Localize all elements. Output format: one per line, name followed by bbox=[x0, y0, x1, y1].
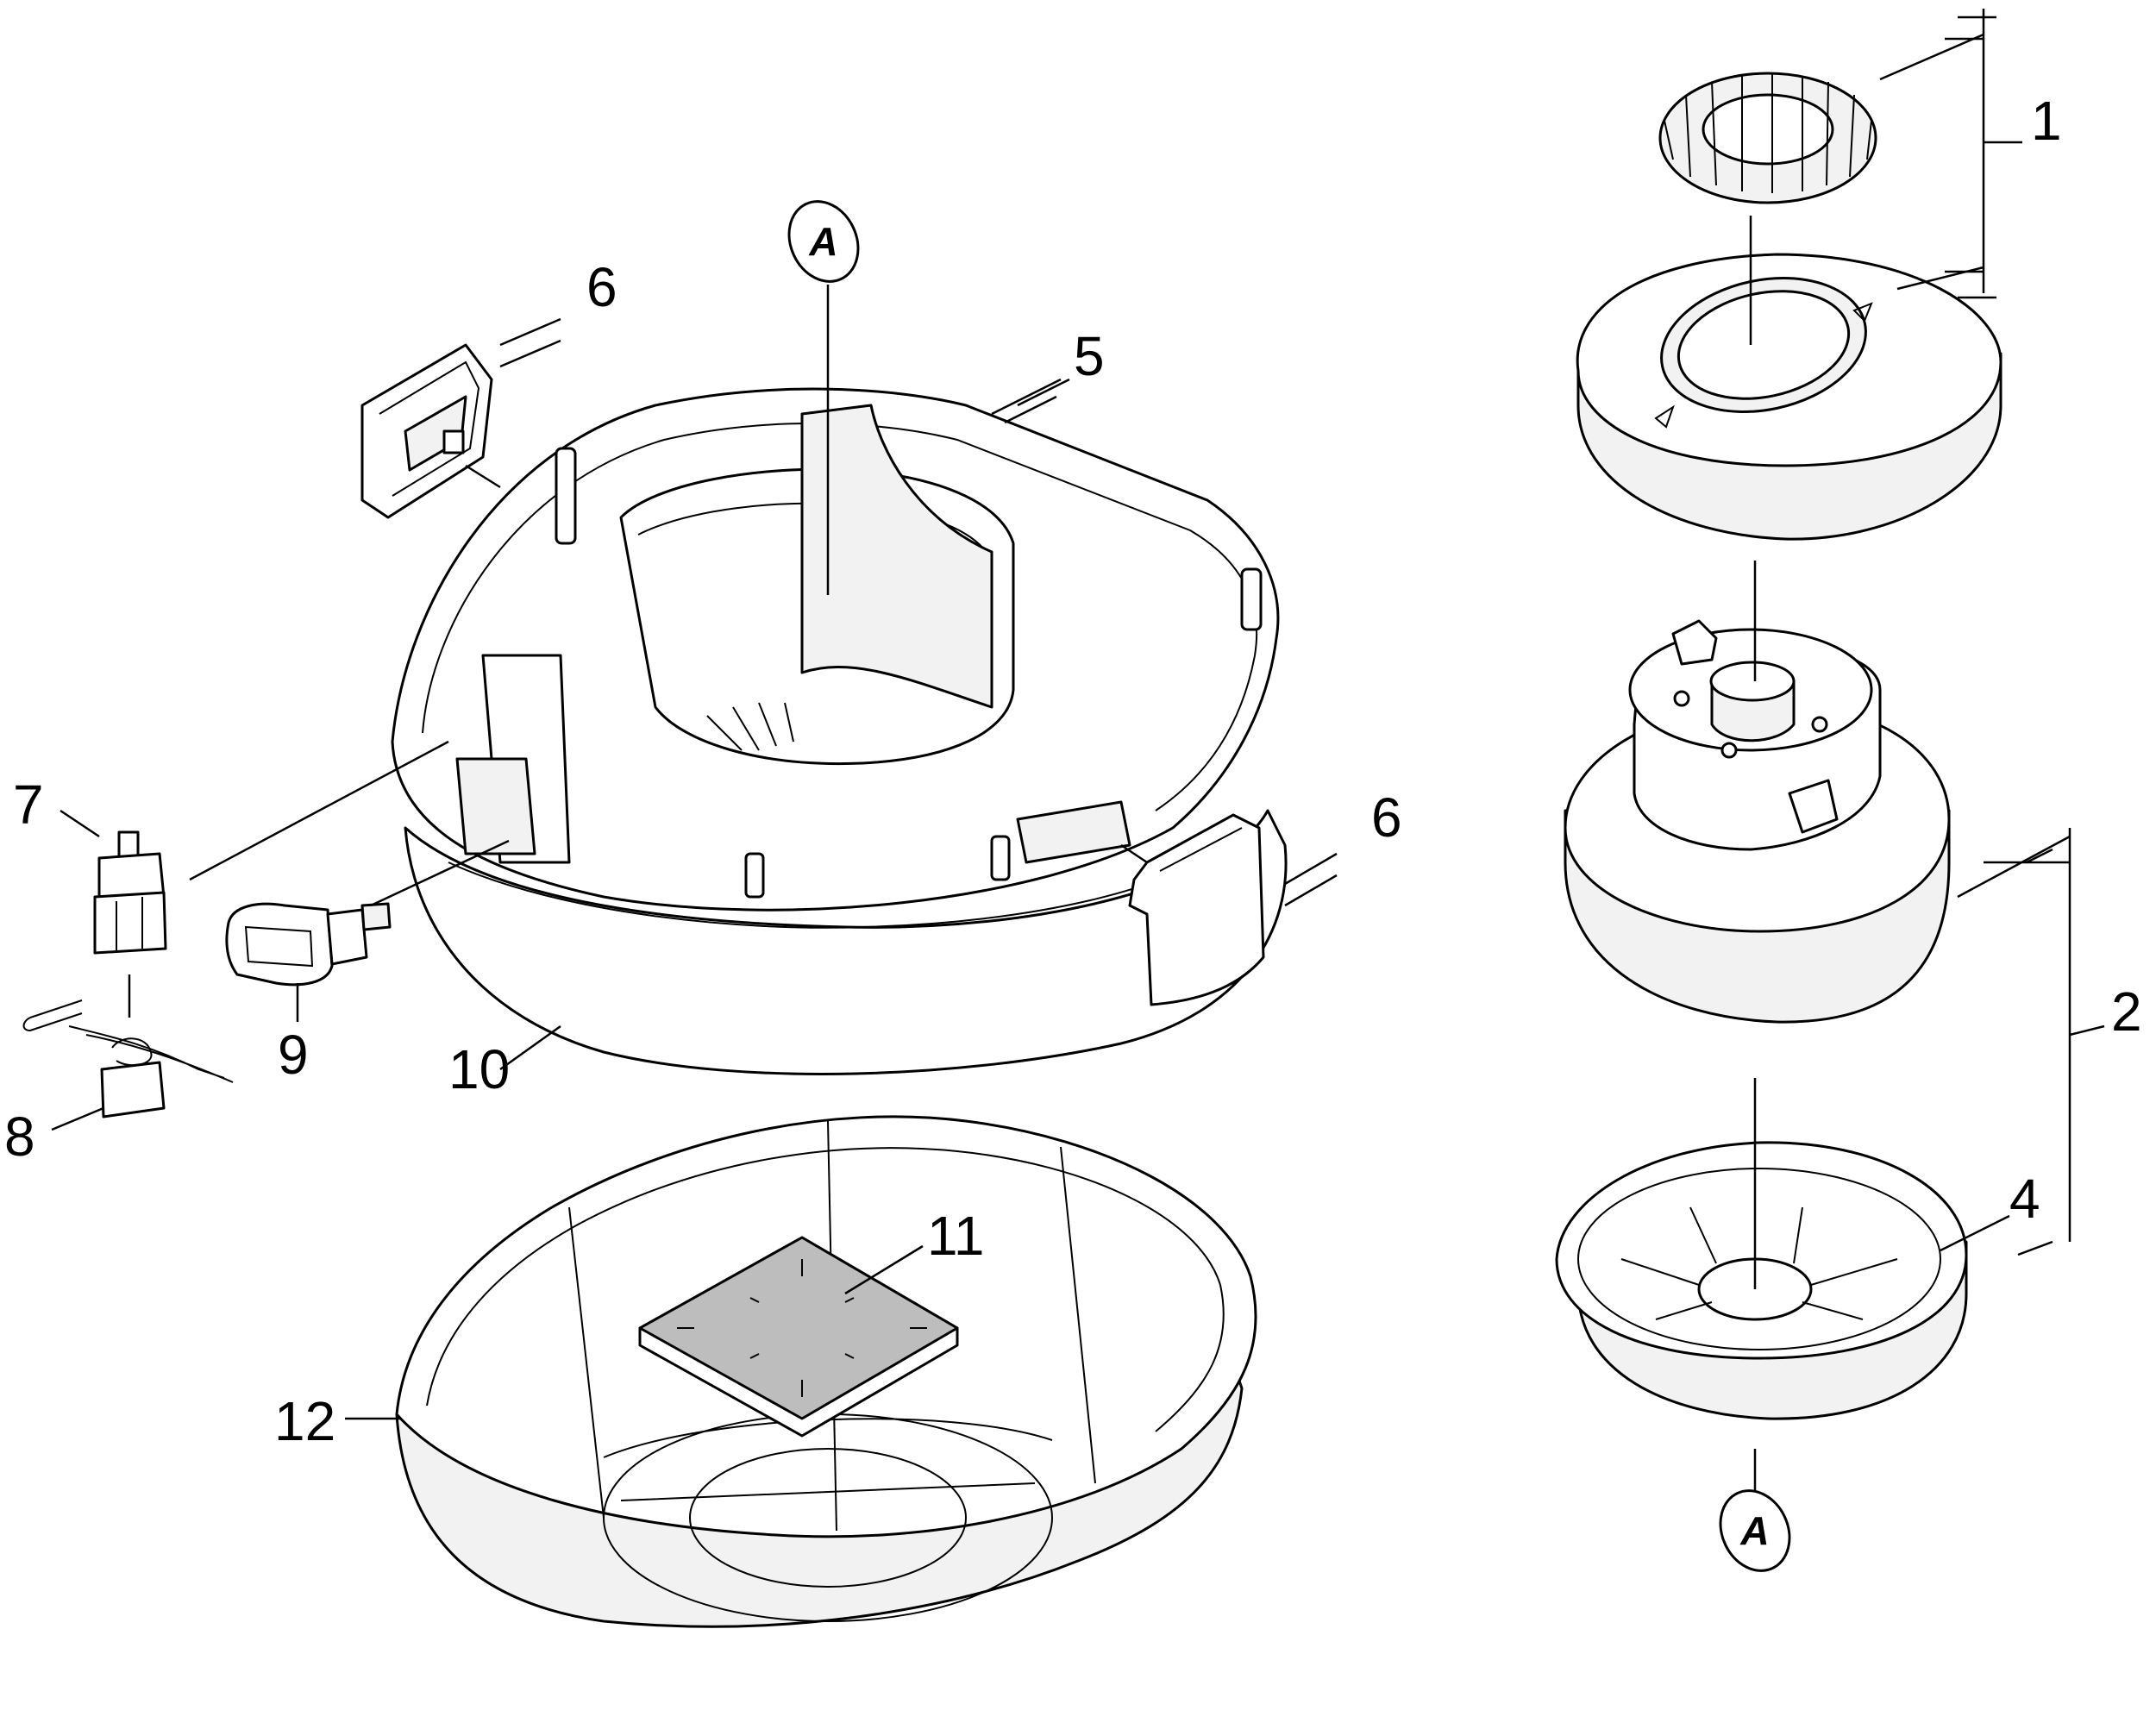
reference-marker-a-bottom: A bbox=[1719, 1489, 1791, 1572]
reference-marker-a-top: A bbox=[787, 200, 860, 283]
part-11-filter-pad bbox=[638, 1236, 959, 1438]
callout-6-upper: 6 bbox=[586, 256, 617, 318]
part-8-carbon-brush bbox=[22, 999, 234, 1118]
callout-11: 11 bbox=[927, 1205, 984, 1267]
part-2-motor bbox=[1564, 619, 1951, 1024]
callout-12: 12 bbox=[274, 1390, 335, 1452]
reference-marker-a-top-label: A bbox=[808, 219, 837, 264]
reference-marker-a-bottom-label: A bbox=[1739, 1508, 1769, 1553]
callout-2: 2 bbox=[2111, 981, 2142, 1043]
callout-6-right: 6 bbox=[1371, 786, 1402, 849]
part-6-latch-right bbox=[1128, 813, 1265, 1006]
callout-8: 8 bbox=[4, 1106, 35, 1168]
part-7-switch bbox=[93, 830, 167, 955]
part-9-connector bbox=[225, 902, 392, 987]
callout-10: 10 bbox=[448, 1038, 510, 1100]
part-6-latch-left bbox=[360, 343, 493, 519]
callout-4: 4 bbox=[2009, 1168, 2040, 1230]
callout-9: 9 bbox=[278, 1024, 309, 1086]
callout-1: 1 bbox=[2031, 90, 2062, 152]
leader-lines bbox=[51, 9, 2105, 1501]
part-4-fan-cover bbox=[1555, 1141, 1968, 1420]
part-1-motor-cover bbox=[1576, 72, 2002, 541]
callout-numbers: 1 2 4 5 6 6 7 8 9 10 11 12 bbox=[4, 90, 2142, 1452]
callout-7: 7 bbox=[13, 774, 44, 836]
callout-5: 5 bbox=[1074, 325, 1105, 387]
part-10-housing bbox=[391, 387, 1288, 1075]
